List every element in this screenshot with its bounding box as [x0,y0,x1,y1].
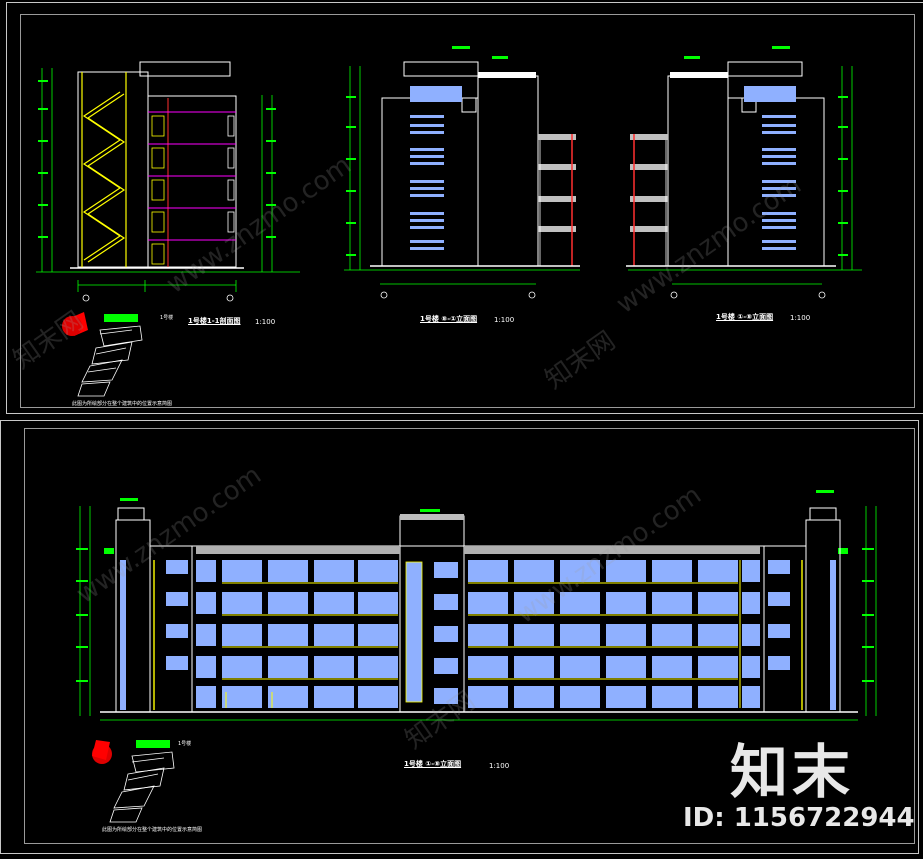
upper-sheet-frame [6,2,923,414]
elevation-b-drawing [626,46,862,299]
section-note: 此图为所绘部分在整个建筑中的位置示意简图 [72,401,173,407]
main-elevation-scale: 1:100 [489,762,510,770]
elevation-a-windows [410,86,462,102]
key-plan-upper [62,312,143,397]
elevation-a-title: 1号楼 ⑧-①立面图 [420,315,478,323]
elevation-b-balconies [630,134,668,266]
main-elevation-windows-left [196,560,398,708]
main-elevation-tower-windows [406,562,458,704]
lower-sheet-inner-frame [24,428,915,844]
main-note: 此图为所绘部分在整个建筑中的位置示意简图 [102,827,203,833]
elevation-a-drawing [344,46,580,299]
section-drawing [36,61,300,302]
key-plan-lower [92,740,175,823]
section-scale: 1:100 [255,318,276,326]
elevation-a-balconies [538,134,576,266]
floor-lines [148,111,236,241]
section-level-ticks [38,80,276,238]
stair-flights [81,72,127,268]
elevation-b-scale: 1:100 [790,314,811,322]
upper-sheet-inner-frame [20,14,915,408]
lower-sheet-frame [0,420,919,854]
main-elevation-title: 1号楼 ①-⑧立面图 [404,760,462,768]
section-dimension-lines [36,68,300,292]
elevation-b-title: 1号楼 ①-⑧立面图 [716,313,774,321]
brand-logo: 知末 [730,738,855,806]
section-windows [151,115,235,265]
section-title: 1号楼1-1剖面图 [188,317,241,325]
image-id-label: ID: 1156722944 [683,803,915,833]
main-elevation-windows-right [468,560,760,708]
main-elevation-drawing [76,490,877,721]
section-building-tag: 1号楼 [160,315,174,321]
elevation-b-windows [744,86,796,250]
main-building-tag: 1号楼 [178,741,192,747]
elevation-a-scale: 1:100 [494,316,515,324]
